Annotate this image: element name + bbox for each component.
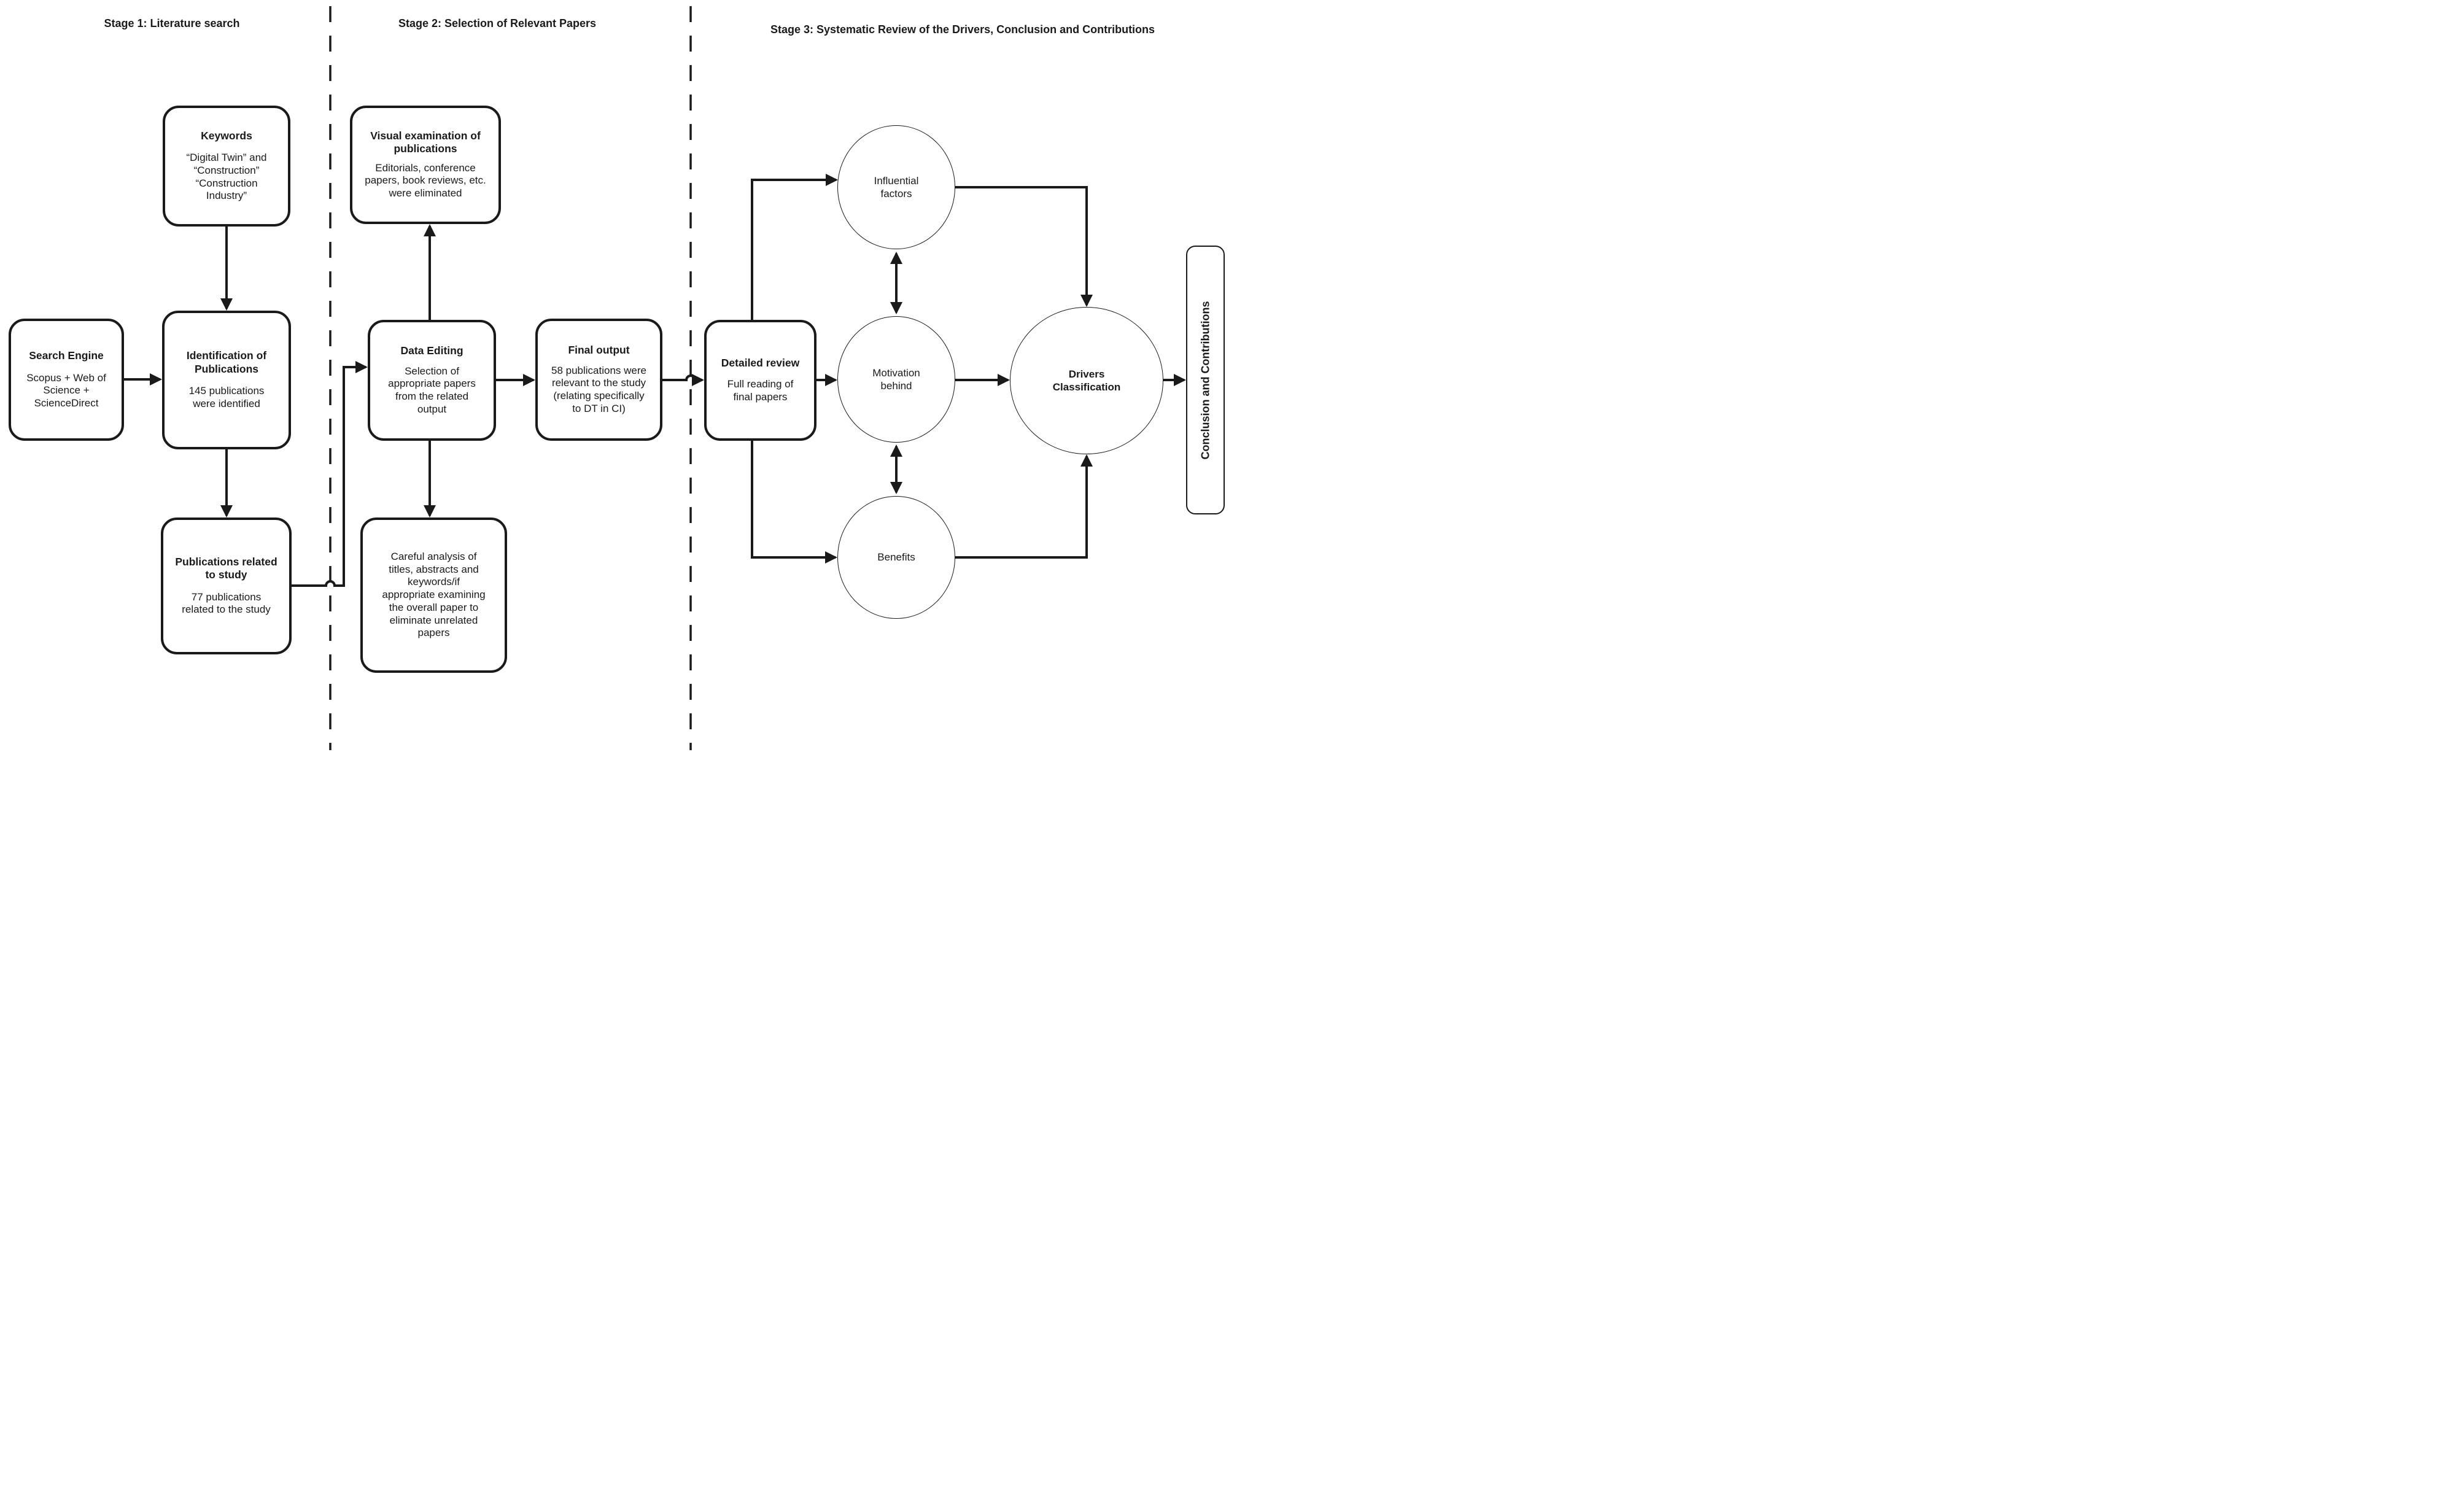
box-identification-title: Identification of Publications	[186, 349, 267, 375]
circle-motivation-behind: Motivation behind	[837, 316, 955, 443]
stage2-header: Stage 2: Selection of Relevant Papers	[398, 17, 597, 29]
circle-drivers-classification-label: Drivers Classification	[1052, 368, 1121, 393]
box-visual-examination-title: Visual examination of publications	[370, 130, 481, 155]
box-publications-related-title: Publications related to study	[175, 555, 277, 581]
box-keywords: Keywords “Digital Twin” and “Constructio…	[163, 106, 290, 227]
flow-diagram: Stage 1: Literature search Stage 2: Sele…	[0, 0, 1232, 756]
circle-motivation-behind-label: Motivation behind	[872, 366, 920, 392]
box-data-editing-body: Selection of appropriate papers from the…	[388, 365, 476, 415]
arrow-detailed-review-to-influential	[751, 174, 838, 320]
arrow-publications-related-to-data-editing	[292, 361, 368, 587]
box-visual-examination: Visual examination of publications Edito…	[350, 106, 501, 224]
box-identification: Identification of Publications 145 publi…	[162, 311, 291, 449]
arrow-benefits-to-drivers	[955, 454, 1093, 559]
box-publications-related-body: 77 publications related to the study	[182, 591, 271, 616]
box-identification-body: 145 publications were identified	[188, 385, 265, 409]
circle-influential-factors-label: Influential factors	[874, 174, 919, 200]
box-detailed-review-body: Full reading of final papers	[727, 378, 794, 403]
stage3-header: Stage 3: Systematic Review of the Driver…	[770, 23, 1155, 36]
circle-influential-factors: Influential factors	[837, 125, 955, 249]
box-data-editing: Data Editing Selection of appropriate pa…	[368, 320, 496, 441]
box-data-editing-title: Data Editing	[400, 344, 464, 357]
box-detailed-review-title: Detailed review	[721, 357, 800, 370]
box-final-output: Final output 58 publications were releva…	[535, 319, 662, 441]
stage1-header: Stage 1: Literature search	[104, 17, 240, 29]
arrow-influential-to-drivers	[955, 186, 1093, 307]
circle-benefits: Benefits	[837, 496, 955, 619]
box-final-output-title: Final output	[568, 344, 630, 357]
box-careful-analysis-body: Careful analysis of titles, abstracts an…	[382, 550, 486, 639]
box-search-engine-body: Scopus + Web of Science + ScienceDirect	[26, 371, 106, 409]
box-careful-analysis: Careful analysis of titles, abstracts an…	[360, 518, 507, 673]
arrow-detailed-review-to-benefits	[751, 441, 837, 564]
box-visual-examination-body: Editorials, conference papers, book revi…	[365, 161, 486, 200]
arrow-final-output-to-detailed-review	[662, 374, 704, 386]
terminal-conclusion-contributions: Conclusion and Contributions	[1186, 246, 1225, 514]
box-final-output-body: 58 publications were relevant to the stu…	[551, 364, 646, 414]
box-search-engine: Search Engine Scopus + Web of Science + …	[9, 319, 124, 441]
box-publications-related: Publications related to study 77 publica…	[161, 518, 292, 654]
box-search-engine-title: Search Engine	[29, 349, 104, 362]
box-detailed-review: Detailed review Full reading of final pa…	[704, 320, 816, 441]
terminal-conclusion-contributions-label: Conclusion and Contributions	[1199, 301, 1212, 459]
circle-benefits-label: Benefits	[877, 551, 915, 564]
box-keywords-title: Keywords	[201, 129, 252, 142]
box-keywords-body: “Digital Twin” and “Construction” “Const…	[186, 152, 267, 202]
circle-drivers-classification: Drivers Classification	[1010, 307, 1163, 454]
